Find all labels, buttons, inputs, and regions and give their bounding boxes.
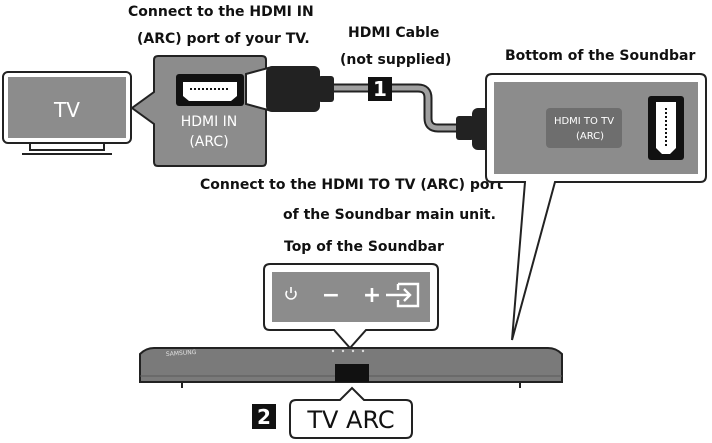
cable-right-plug-neck: [456, 116, 474, 140]
cable-left-plug-body: [266, 66, 320, 112]
connect-soundbar-label-line2: of the Soundbar main unit.: [283, 207, 496, 223]
tv-illustration: TV: [2, 71, 132, 155]
soundbar-port-label-line2: (ARC): [576, 131, 604, 142]
connect-soundbar-label-line1: Connect to the HDMI TO TV (ARC) port: [200, 177, 504, 193]
cable-label-line2: (not supplied): [340, 52, 452, 68]
tv-arc-label: TV ARC: [306, 406, 394, 434]
connect-tv-label-line2: (ARC) port of your TV.: [137, 31, 310, 47]
source-input-icon: [386, 282, 420, 308]
soundbar-unit: SAMSUNG: [139, 347, 563, 388]
cable-left-plug-tip: [245, 66, 269, 112]
cable-outline: [330, 83, 462, 133]
tv-screen: [8, 77, 126, 138]
soundbar-top-button: [341, 349, 345, 353]
step-2-number: 2: [257, 405, 271, 429]
power-icon: [285, 287, 297, 300]
step-2-badge: 2: [252, 404, 276, 429]
hdmi-in-port-icon: [183, 82, 237, 101]
tv-port-label-line1: HDMI IN: [181, 114, 238, 130]
top-panel: [272, 272, 430, 322]
soundbar-top-button: [331, 349, 335, 353]
connect-tv-label-line1: Connect to the HDMI IN: [128, 4, 314, 20]
soundbar-top-callout: − +: [263, 263, 439, 350]
step-1-badge: 1: [368, 77, 392, 101]
volume-up-icon: +: [363, 283, 381, 308]
top-of-soundbar-label: Top of the Soundbar: [284, 239, 444, 255]
tv-port-label-line2: (ARC): [189, 134, 228, 150]
tv-arc-callout: [289, 386, 413, 439]
cable-line: [330, 85, 462, 131]
soundbar-display: [335, 364, 369, 382]
tv-port-callout: HDMI IN (ARC): [130, 55, 267, 167]
bottom-of-soundbar-label: Bottom of the Soundbar: [505, 48, 696, 64]
soundbar-brand-logo: SAMSUNG: [166, 349, 197, 358]
soundbar-top-button: [351, 349, 355, 353]
volume-down-icon: −: [322, 283, 340, 308]
soundbar-port-label-box: [546, 108, 622, 148]
step-1-number: 1: [373, 77, 387, 101]
cable-left-plug-neck: [318, 76, 334, 102]
soundbar-bottom-callout: HDMI TO TV (ARC): [485, 73, 707, 341]
tv-stand: [29, 143, 105, 151]
cable-label-line1: HDMI Cable: [348, 25, 440, 41]
tv-label: TV: [53, 98, 80, 122]
soundbar-port-label-line1: HDMI TO TV: [554, 116, 614, 127]
soundbar-top-button: [361, 349, 365, 353]
